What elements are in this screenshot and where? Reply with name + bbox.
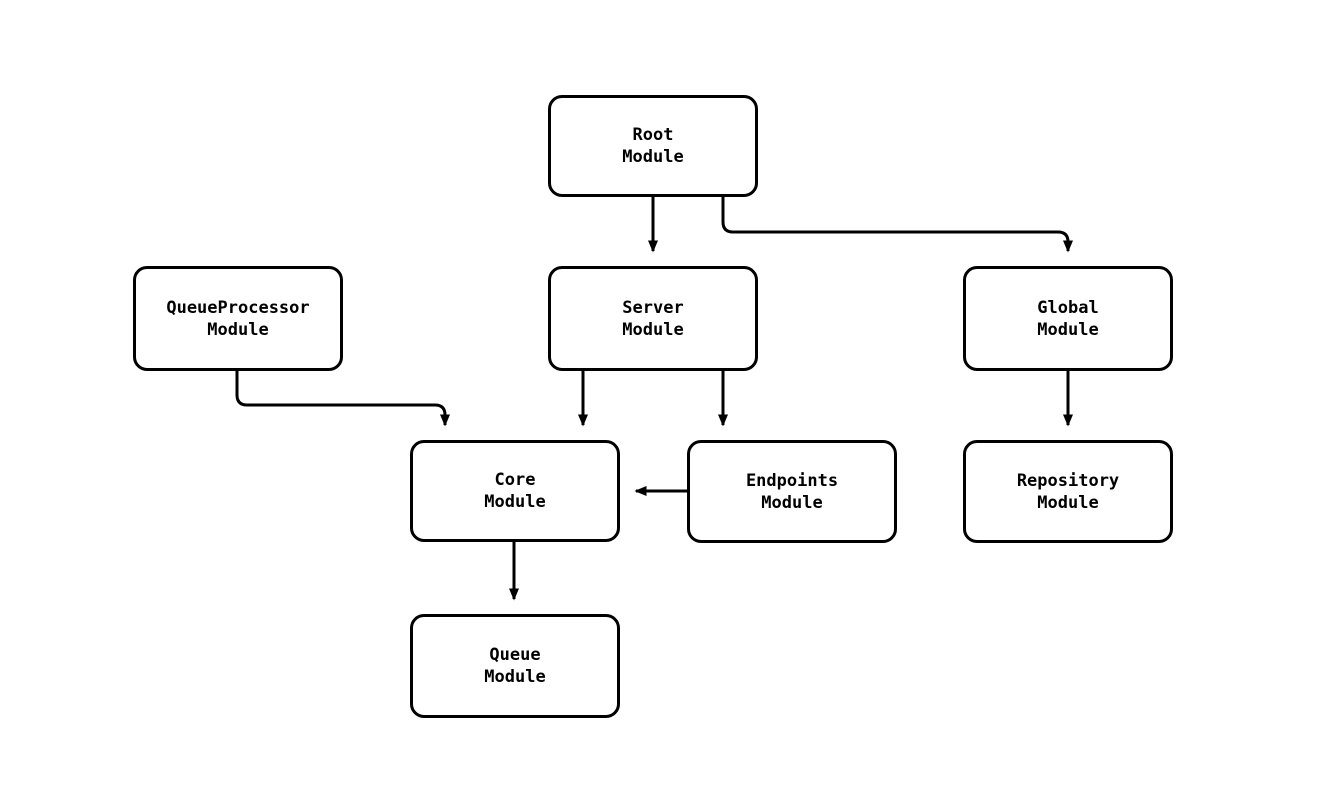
node-root-module[interactable]: Root Module bbox=[548, 95, 758, 197]
node-repository-module-kind: Module bbox=[1037, 492, 1099, 513]
node-server-module-kind: Module bbox=[622, 319, 684, 340]
node-global-module-kind: Module bbox=[1037, 319, 1099, 340]
edge-queueprocessor-to-core bbox=[235, 371, 450, 427]
node-global-module[interactable]: Global Module bbox=[963, 266, 1173, 371]
node-server-module-name: Server bbox=[622, 297, 684, 318]
node-root-module-kind: Module bbox=[622, 147, 684, 167]
node-queueprocessor-module-name: QueueProcessor bbox=[166, 297, 310, 318]
node-core-module-kind: Module bbox=[484, 492, 546, 512]
node-endpoints-module-kind: Module bbox=[761, 492, 823, 513]
node-endpoints-module[interactable]: Endpoints Module bbox=[687, 440, 897, 543]
node-queue-module-name: Queue bbox=[489, 645, 541, 665]
node-queueprocessor-module-kind: Module bbox=[207, 319, 269, 340]
node-core-module[interactable]: Core Module bbox=[410, 440, 620, 542]
node-global-module-name: Global bbox=[1037, 297, 1099, 318]
node-server-module[interactable]: Server Module bbox=[548, 266, 758, 371]
node-queue-module[interactable]: Queue Module bbox=[410, 614, 620, 718]
node-root-module-name: Root bbox=[632, 125, 674, 145]
node-queue-module-kind: Module bbox=[484, 667, 546, 687]
node-queueprocessor-module[interactable]: QueueProcessor Module bbox=[133, 266, 343, 371]
edge-root-to-global bbox=[721, 197, 1073, 253]
node-core-module-name: Core bbox=[494, 470, 536, 490]
node-repository-module[interactable]: Repository Module bbox=[963, 440, 1173, 543]
node-repository-module-name: Repository bbox=[1016, 470, 1120, 491]
node-endpoints-module-name: Endpoints bbox=[745, 470, 839, 491]
